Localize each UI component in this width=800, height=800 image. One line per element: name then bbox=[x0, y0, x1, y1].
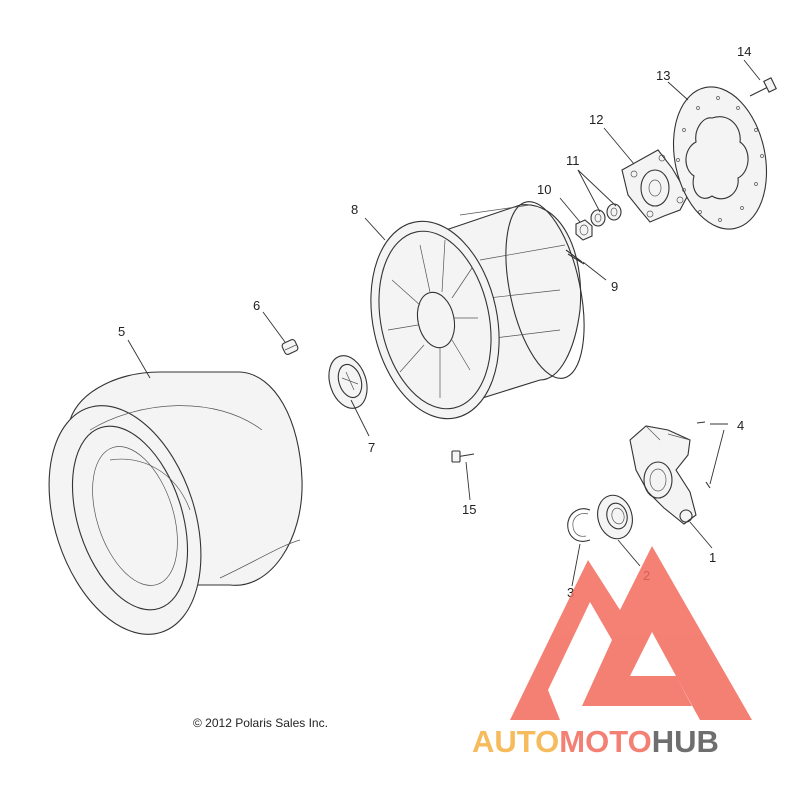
svg-text:AUTOMOTOHUB: AUTOMOTOHUB bbox=[472, 724, 719, 759]
leader-lines bbox=[127, 59, 761, 587]
callout-11: 11 bbox=[566, 153, 580, 168]
brake-disc-part-13 bbox=[672, 86, 768, 230]
callout-13: 13 bbox=[656, 68, 670, 83]
knuckle-part-1 bbox=[629, 425, 697, 525]
nut-part-10 bbox=[575, 219, 593, 241]
callout-1: 1 bbox=[709, 550, 716, 565]
watermark-text-hub: HUB bbox=[652, 724, 719, 759]
callout-12: 12 bbox=[589, 112, 603, 127]
cotter-pin-part-9 bbox=[565, 249, 585, 265]
hub-cap-part-7 bbox=[328, 355, 368, 409]
bearing-part-2 bbox=[597, 494, 633, 540]
callout-3: 3 bbox=[567, 585, 574, 600]
automotohub-watermark-logo: AUTOMOTOHUB bbox=[472, 546, 752, 759]
callout-8: 8 bbox=[351, 202, 358, 217]
bolt-part-14 bbox=[749, 77, 777, 97]
wheel-part-8 bbox=[370, 201, 585, 420]
callout-9: 9 bbox=[611, 279, 618, 294]
snap-ring-part-3 bbox=[567, 508, 591, 542]
callout-7: 7 bbox=[368, 440, 375, 455]
watermark-text-auto: AUTO bbox=[472, 724, 559, 759]
fittings-part-4 bbox=[696, 421, 711, 489]
callout-14: 14 bbox=[737, 44, 751, 59]
callout-6: 6 bbox=[253, 298, 260, 313]
copyright-text: © 2012 Polaris Sales Inc. bbox=[193, 716, 328, 730]
callout-15: 15 bbox=[462, 502, 476, 517]
callout-4: 4 bbox=[737, 418, 744, 433]
callout-5: 5 bbox=[118, 324, 125, 339]
valve-stem-part-6 bbox=[281, 339, 299, 355]
tire-part-5 bbox=[48, 371, 303, 635]
callout-10: 10 bbox=[537, 182, 551, 197]
watermark-text-moto: MOTO bbox=[559, 724, 651, 759]
stud-part-15 bbox=[451, 450, 475, 463]
washers-part-11 bbox=[590, 203, 622, 227]
hub-part-12 bbox=[621, 149, 689, 223]
watermark-triangle-mark bbox=[510, 546, 752, 720]
